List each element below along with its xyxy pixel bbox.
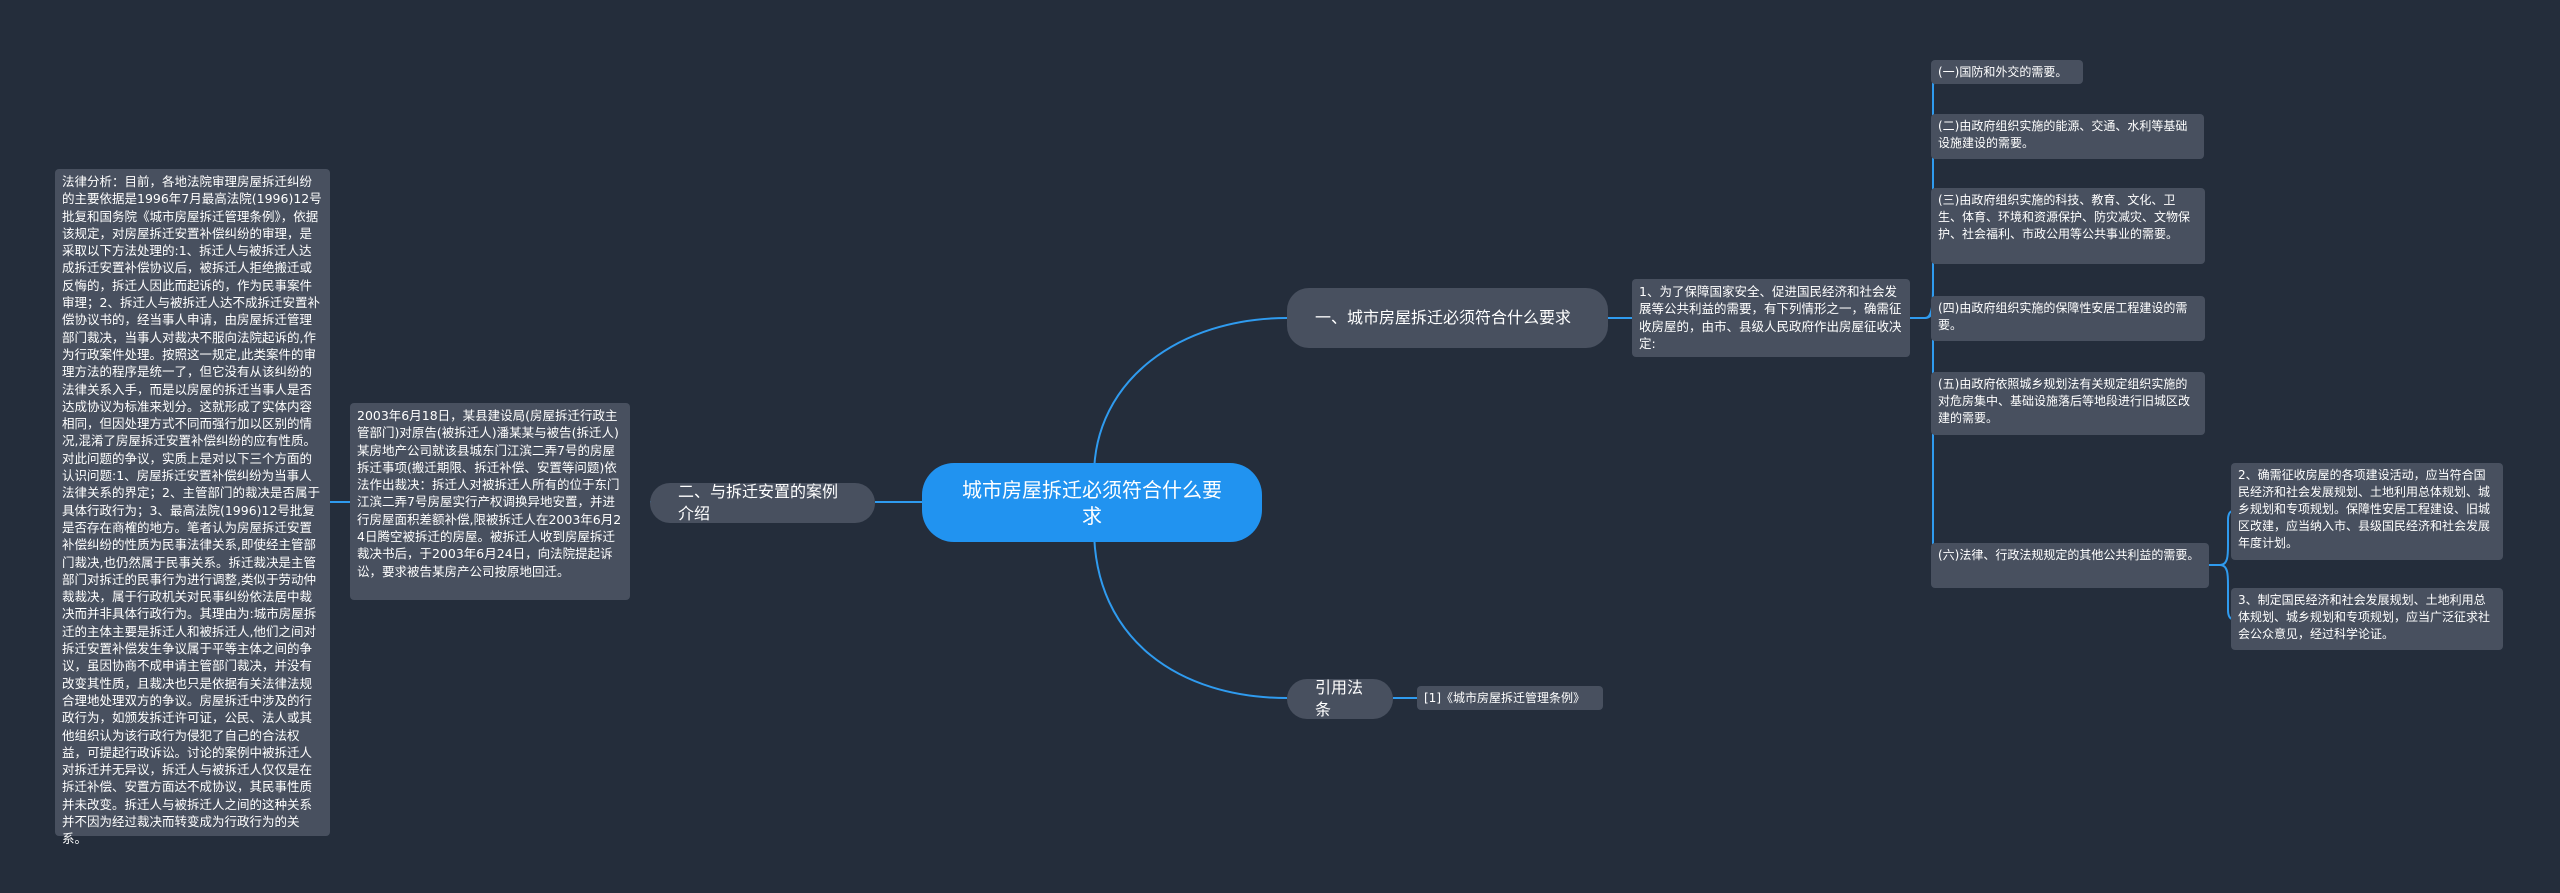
case-description: 2003年6月18日，某县建设局(房屋拆迁行政主管部门)对原告(被拆迁人)潘某某… <box>350 403 630 600</box>
requirement-item-5: (五)由政府依照城乡规划法有关规定组织实施的对危房集中、基础设施落后等地段进行旧… <box>1931 372 2205 435</box>
root-topic[interactable]: 城市房屋拆迁必须符合什么要求 <box>922 463 1262 542</box>
requirements-intro: 1、为了保障国家安全、促进国民经济和社会发展等公共利益的需要，有下列情形之一，确… <box>1632 279 1910 357</box>
planning-requirement-2: 2、确需征收房屋的各项建设活动，应当符合国民经济和社会发展规划、土地利用总体规划… <box>2231 463 2503 560</box>
legal-analysis: 法律分析：目前，各地法院审理房屋拆迁纠纷的主要依据是1996年7月最高法院(19… <box>55 169 330 846</box>
requirement-item-3: (三)由政府组织实施的科技、教育、文化、卫生、体育、环境和资源保护、防灾减灾、文… <box>1931 188 2205 264</box>
requirement-item-2: (二)由政府组织实施的能源、交通、水利等基础设施建设的需要。 <box>1931 114 2204 159</box>
requirement-item-1: (一)国防和外交的需要。 <box>1931 60 2083 84</box>
branch-cited-law[interactable]: 引用法条 <box>1287 678 1393 719</box>
branch-requirements[interactable]: 一、城市房屋拆迁必须符合什么要求 <box>1287 288 1608 348</box>
branch-case-intro[interactable]: 二、与拆迁安置的案例介绍 <box>650 482 875 523</box>
planning-requirement-3: 3、制定国民经济和社会发展规划、土地利用总体规划、城乡规划和专项规划，应当广泛征… <box>2231 588 2503 650</box>
requirement-item-4: (四)由政府组织实施的保障性安居工程建设的需要。 <box>1931 296 2205 341</box>
requirement-item-6: (六)法律、行政法规规定的其他公共利益的需要。 <box>1931 543 2209 588</box>
cited-regulation[interactable]: [1]《城市房屋拆迁管理条例》 <box>1417 686 1603 710</box>
